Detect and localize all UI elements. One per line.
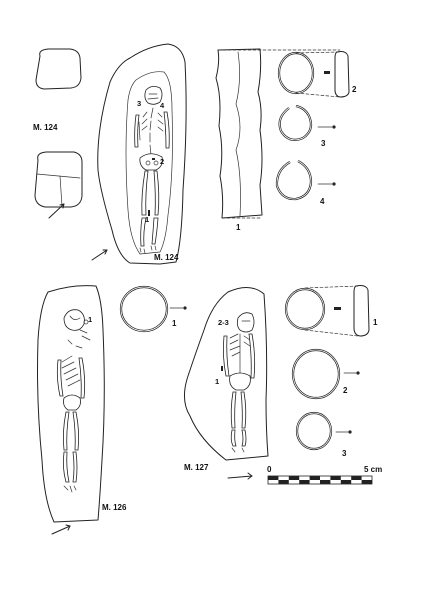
grave-127-find-3-num: 3	[342, 449, 347, 458]
grave-124-find-1: 1	[215, 48, 341, 232]
grave-126-pelvis	[63, 394, 81, 411]
north-arrow-126	[51, 524, 71, 535]
scale-bar-start-label: 0	[267, 465, 272, 474]
north-arrow-127	[227, 472, 253, 480]
grave-127-find-marker	[221, 366, 223, 371]
grave-126-pit-outline	[37, 285, 105, 523]
grave-127-label: M. 127	[184, 463, 209, 472]
grave-127-find-1: 1	[284, 285, 378, 337]
grave-124-find-4: 4	[275, 160, 336, 206]
grave-124-pit-outline	[97, 43, 187, 265]
north-arrow-124-left	[48, 203, 65, 219]
grave-127-pit-outline	[184, 287, 269, 461]
grave-124-inner-outline	[125, 71, 173, 255]
grave-124-shin-left	[140, 217, 147, 247]
blade-ridge	[235, 51, 241, 217]
grave-124-plan-num-1: 1	[145, 215, 149, 224]
grave-124-find-2: 2	[277, 51, 357, 98]
grave-127-find-1-num: 1	[373, 318, 378, 327]
grave-127-find-2-num: 2	[343, 386, 348, 395]
grave-124-find-marker-1	[148, 210, 150, 216]
grave-127-ribs	[229, 333, 251, 357]
pit-section-lower-line2	[59, 175, 63, 207]
grave-127-find-3: 3	[295, 411, 352, 458]
grave-127-shin-right	[241, 429, 247, 447]
grave-126-find-1-num: 1	[172, 319, 177, 328]
grave-124-plan-num-4: 4	[160, 101, 165, 110]
grave-127-arm-right	[248, 333, 256, 379]
grave-124-label-plan: M. 124	[154, 253, 179, 262]
grave-127-find-2: 2	[291, 348, 360, 400]
grave-127-arm-left	[222, 335, 230, 377]
grave-124-shin-right	[151, 217, 159, 245]
grave-124-skull	[144, 86, 163, 105]
pit-section-upper	[35, 48, 82, 90]
grave-124-arm-right	[163, 111, 170, 149]
pit-section-lower	[34, 151, 83, 208]
grave-126-ribs	[61, 355, 81, 387]
grave-126-shin-left	[62, 451, 70, 483]
grave-126-find-1: 1	[119, 285, 187, 333]
grave-124-plan: 3 4 2 1 M. 124	[91, 43, 187, 265]
grave-126-label: M. 126	[102, 503, 127, 512]
grave-124-pit-sections: M. 124	[33, 48, 83, 219]
grave-126-shin-right	[72, 451, 78, 483]
grave-124-find-1-num: 1	[236, 223, 241, 232]
scale-bar: 0 5 cm	[267, 465, 382, 485]
grave-124-spine	[149, 107, 154, 156]
grave-124-leg-right	[153, 170, 160, 216]
grave-127-skull	[236, 312, 255, 333]
grave-127-plan-num-1: 1	[215, 377, 219, 386]
grave-126-fragments	[67, 319, 91, 349]
ring-2-profile	[334, 51, 350, 98]
grave-126-plan: 1 M. 126	[37, 285, 127, 535]
grave-126-arm-left	[56, 359, 64, 397]
blade-outline	[215, 48, 263, 219]
ring-127-1-section-mark	[334, 307, 341, 310]
grave-124-plan-num-3: 3	[137, 99, 141, 108]
grave-124-find-4-num: 4	[320, 197, 325, 206]
ring-2-section-mark	[324, 71, 330, 74]
grave-124-find-2-num: 2	[352, 85, 357, 94]
grave-126-plan-num-1: 1	[88, 315, 92, 324]
grave-127-pelvis	[229, 372, 251, 391]
grave-124-leg-left	[141, 170, 149, 216]
grave-126-skull	[63, 309, 85, 331]
grave-124-ribs	[138, 111, 167, 141]
grave-127-plan: 2-3 1 M. 127	[184, 287, 269, 480]
grave-124-arm-left	[134, 114, 140, 148]
grave-126-arm-right	[78, 357, 86, 399]
grave-127-leg-right	[240, 391, 247, 429]
north-arrow-124-plan	[91, 249, 108, 261]
grave-126-leg-right	[72, 411, 80, 451]
grave-127-shin-left	[230, 429, 237, 447]
ring-127-1-profile	[353, 285, 370, 337]
grave-127-plan-num-2-3: 2-3	[218, 318, 229, 327]
pit-section-lower-line	[36, 173, 81, 179]
grave-124-plan-num-2: 2	[160, 157, 164, 166]
scale-bar-end-label: 5 cm	[364, 465, 382, 474]
grave-127-leg-left	[230, 391, 237, 429]
grave-124-label-left: M. 124	[33, 123, 58, 132]
grave-124-find-marker-2	[152, 158, 155, 160]
grave-126-leg-left	[62, 411, 70, 451]
grave-124-find-3: 3	[278, 104, 336, 148]
grave-124-pelvis	[139, 153, 163, 171]
grave-124-find-3-num: 3	[321, 139, 326, 148]
